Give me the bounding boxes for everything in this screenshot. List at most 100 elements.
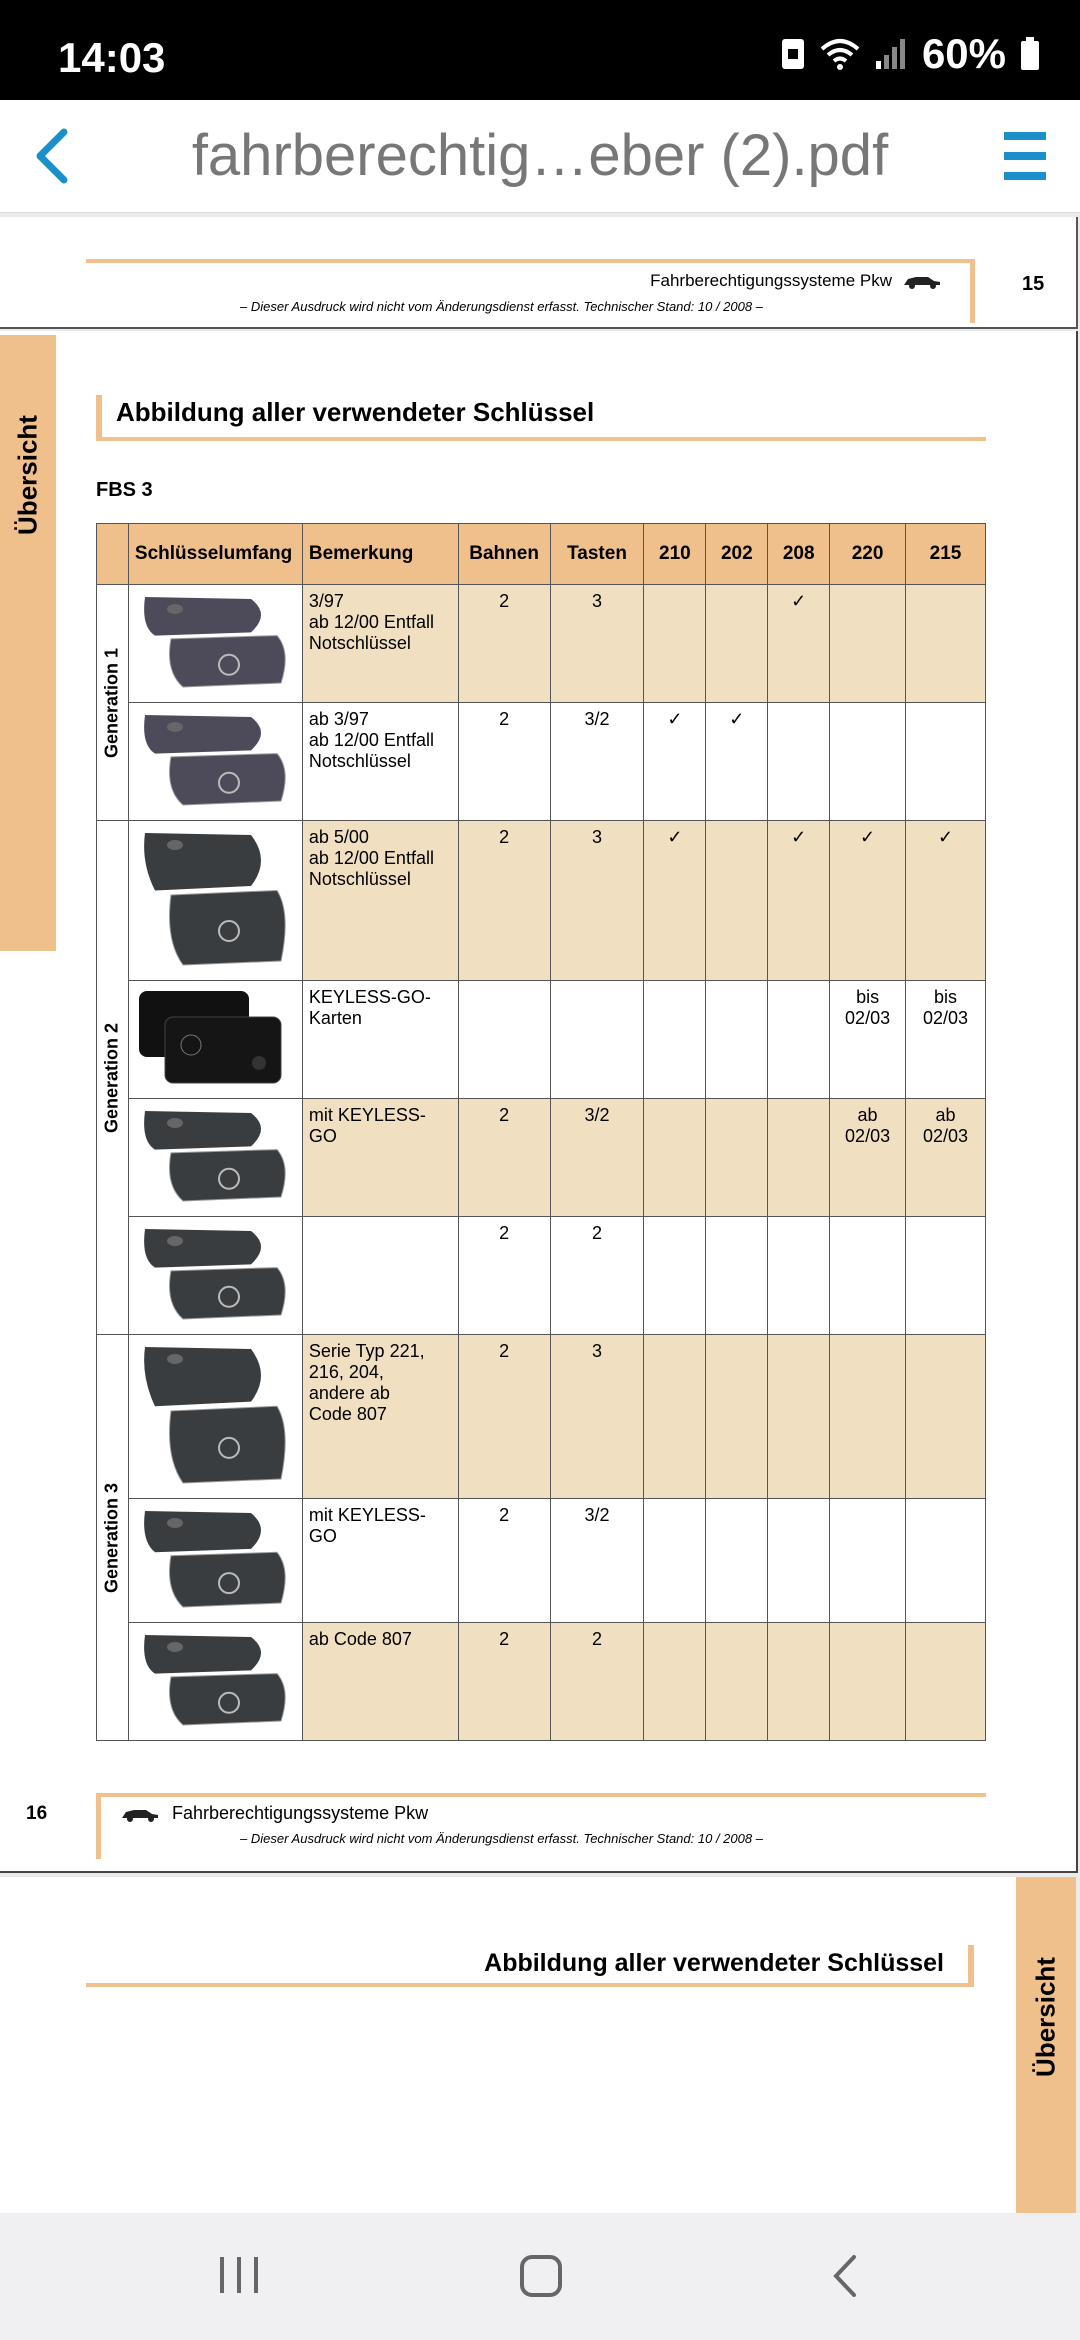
title-accent <box>968 1945 974 1987</box>
value-cell: 2 <box>457 1498 551 1623</box>
value-cell: 2 <box>457 1098 551 1217</box>
section-title: Abbildung aller verwendeter Schlüssel <box>484 1949 944 1977</box>
value-cell <box>549 980 645 1099</box>
model-cell <box>829 1334 907 1499</box>
key-image-cell <box>127 1334 303 1499</box>
model-cell <box>767 980 831 1099</box>
model-cell <box>767 1334 831 1499</box>
table-header-row: Schlüsselumfang Bemerkung Bahnen Tasten … <box>96 523 986 585</box>
model-cell <box>905 1622 986 1741</box>
remark-cell <box>301 1216 459 1335</box>
model-cell <box>643 1498 707 1623</box>
back-arrow-icon[interactable] <box>24 126 84 186</box>
model-cell: ✓ <box>643 820 707 981</box>
model-cell <box>905 584 986 703</box>
page-number: 15 <box>1022 273 1045 295</box>
remark-cell: ab 5/00 ab 12/00 Entfall Notschlüssel <box>301 820 459 981</box>
model-cell <box>643 1334 707 1499</box>
sim-icon <box>781 39 804 69</box>
key-fob-icon <box>144 1347 286 1484</box>
value-cell: 2 <box>457 584 551 703</box>
value-cell: 2 <box>457 702 551 821</box>
header-cell: 208 <box>767 523 831 585</box>
pdf-page-15: Fahrberechtigungssysteme Pkw – Dieser Au… <box>0 217 1078 329</box>
page-header-subtitle: – Dieser Ausdruck wird nicht vom Änderun… <box>240 299 763 314</box>
model-cell <box>643 1098 707 1217</box>
key-fob-icon <box>144 1229 286 1320</box>
status-bar: 14:03 60% <box>0 0 1080 100</box>
car-icon <box>904 277 940 289</box>
key-image-cell <box>127 1216 303 1335</box>
model-cell <box>767 702 831 821</box>
model-cell: ✓ <box>705 702 769 821</box>
header-cell: Bemerkung <box>301 523 459 585</box>
header-rule-end <box>970 259 975 323</box>
value-cell: 3 <box>549 1334 645 1499</box>
value-cell: 3 <box>549 584 645 703</box>
header-cell: 210 <box>643 523 707 585</box>
model-cell <box>829 1622 907 1741</box>
value-cell: 3/2 <box>549 1098 645 1217</box>
remark-cell: mit KEYLESS-GO <box>301 1498 459 1623</box>
value-cell: 2 <box>457 1622 551 1741</box>
model-cell: bis 02/03 <box>905 980 986 1099</box>
model-cell <box>767 1498 831 1623</box>
page-header-title: Fahrberechtigungssysteme Pkw <box>650 271 892 290</box>
model-cell <box>829 584 907 703</box>
value-cell: 3/2 <box>549 702 645 821</box>
title-accent <box>96 395 102 439</box>
title-rule <box>86 1983 974 1987</box>
model-cell <box>767 1216 831 1335</box>
model-cell <box>905 1498 986 1623</box>
document-title: fahrberechtig…eber (2).pdf <box>191 123 889 188</box>
key-image-cell <box>127 1622 303 1741</box>
recent-apps-icon[interactable] <box>216 2253 262 2297</box>
remark-cell: Serie Typ 221, 216, 204, andere ab Code … <box>301 1334 459 1499</box>
key-image-cell <box>127 1098 303 1217</box>
pdf-viewer[interactable]: Fahrberechtigungssysteme Pkw – Dieser Au… <box>0 213 1080 2213</box>
model-cell <box>643 584 707 703</box>
key-image-cell <box>127 980 303 1099</box>
model-cell <box>643 1622 707 1741</box>
model-cell: bis 02/03 <box>829 980 907 1099</box>
keyless-card-icon <box>138 991 282 1084</box>
model-cell <box>905 702 986 821</box>
key-fob-icon <box>144 833 286 966</box>
footer-title: Fahrberechtigungssysteme Pkw <box>172 1803 429 1823</box>
key-image-cell <box>127 1498 303 1623</box>
home-icon[interactable] <box>518 2253 564 2299</box>
footer-subtitle: – Dieser Ausdruck wird nicht vom Änderun… <box>240 1831 763 1846</box>
model-cell <box>643 980 707 1099</box>
model-cell: ✓ <box>829 820 907 981</box>
model-cell <box>705 820 769 981</box>
generation-label-cell: Generation 1 <box>96 584 129 821</box>
header-cell-empty <box>96 523 129 585</box>
generation-label: Generation 2 <box>101 1022 122 1133</box>
nav-back-icon[interactable] <box>830 2253 860 2299</box>
key-image-cell <box>127 702 303 821</box>
model-cell: ab 02/03 <box>905 1098 986 1217</box>
key-fob-icon <box>144 1111 286 1202</box>
subheading: FBS 3 <box>96 479 153 501</box>
header-cell: Tasten <box>549 523 645 585</box>
key-fob-icon <box>144 715 286 806</box>
pdf-page-16: Übersicht Abbildung aller verwendeter Sc… <box>0 331 1078 1873</box>
model-cell <box>767 1098 831 1217</box>
model-cell <box>705 1334 769 1499</box>
model-cell <box>705 980 769 1099</box>
menu-icon[interactable] <box>1000 126 1050 186</box>
footer-rule-start <box>96 1793 101 1859</box>
model-cell <box>705 1216 769 1335</box>
value-cell: 2 <box>549 1216 645 1335</box>
value-cell: 2 <box>549 1622 645 1741</box>
key-fob-icon <box>144 1511 286 1608</box>
value-cell <box>457 980 551 1099</box>
header-rule <box>86 259 974 263</box>
header-cell: 215 <box>905 523 986 585</box>
value-cell: 2 <box>457 1334 551 1499</box>
